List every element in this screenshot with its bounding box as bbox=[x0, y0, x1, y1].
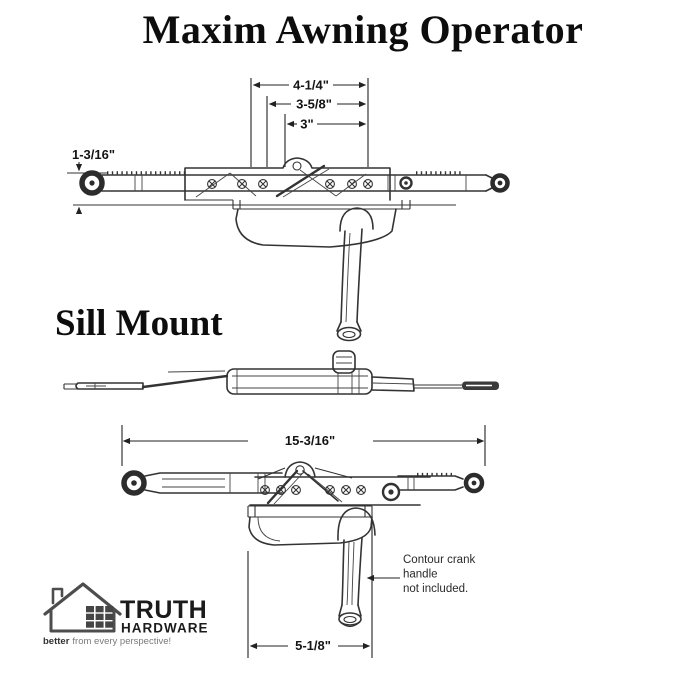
pivot-hump bbox=[284, 461, 316, 478]
bottom-view-dimensions: 15-3/16" 5-1/8" bbox=[121, 425, 486, 658]
side-view-drawing bbox=[63, 350, 499, 395]
bottom-view-diagram: 15-3/16" 5-1/8" bbox=[121, 425, 486, 658]
dim-label-overall: 15-3/16" bbox=[285, 433, 335, 448]
crank-handle bbox=[341, 537, 363, 606]
side-right-arm bbox=[371, 376, 415, 392]
bottom-view-drawing bbox=[121, 461, 485, 628]
note-line-1: Contour crank bbox=[403, 554, 475, 566]
crank-hub bbox=[339, 207, 374, 232]
page-title: Maxim Awning Operator bbox=[142, 7, 584, 52]
section-label-sill-mount: Sill Mount bbox=[55, 303, 223, 344]
mounting-track bbox=[184, 157, 391, 201]
dim-label-mid: 3-5/8" bbox=[296, 97, 332, 112]
window-grid-icon bbox=[86, 606, 114, 628]
top-view-dimensions: 4-1/4" 3-5/8" 3" 1-3/16" bbox=[72, 78, 369, 215]
operator-housing bbox=[235, 208, 397, 248]
side-crank-knob bbox=[332, 350, 356, 374]
dim-label-inner: 3" bbox=[300, 117, 313, 132]
brand-subname: HARDWARE bbox=[121, 621, 209, 636]
operator-housing bbox=[248, 516, 373, 546]
note-line-2: handle bbox=[403, 569, 438, 581]
brand-name: TRUTH bbox=[120, 596, 207, 624]
dim-label-housing: 5-1/8" bbox=[295, 638, 331, 653]
tagline-rest: from every perspective! bbox=[72, 636, 171, 647]
house-icon bbox=[43, 582, 122, 633]
side-housing bbox=[226, 368, 373, 395]
dim-label-outer: 4-1/4" bbox=[293, 78, 329, 93]
crank-handle bbox=[340, 228, 363, 323]
crank-note: Contour crank handle not included. bbox=[366, 554, 475, 595]
dim-label-height: 1-3/16" bbox=[72, 147, 115, 162]
crank-hub bbox=[337, 507, 376, 541]
side-left-arm bbox=[75, 382, 144, 390]
note-line-3: not included. bbox=[403, 583, 468, 595]
top-view-diagram: 4-1/4" 3-5/8" 3" 1-3/16" bbox=[67, 78, 510, 342]
extension-lines-top bbox=[250, 78, 369, 167]
tagline-bold: better bbox=[43, 636, 70, 647]
top-view-drawing bbox=[67, 157, 510, 342]
extension-lines-bottom bbox=[121, 425, 486, 658]
